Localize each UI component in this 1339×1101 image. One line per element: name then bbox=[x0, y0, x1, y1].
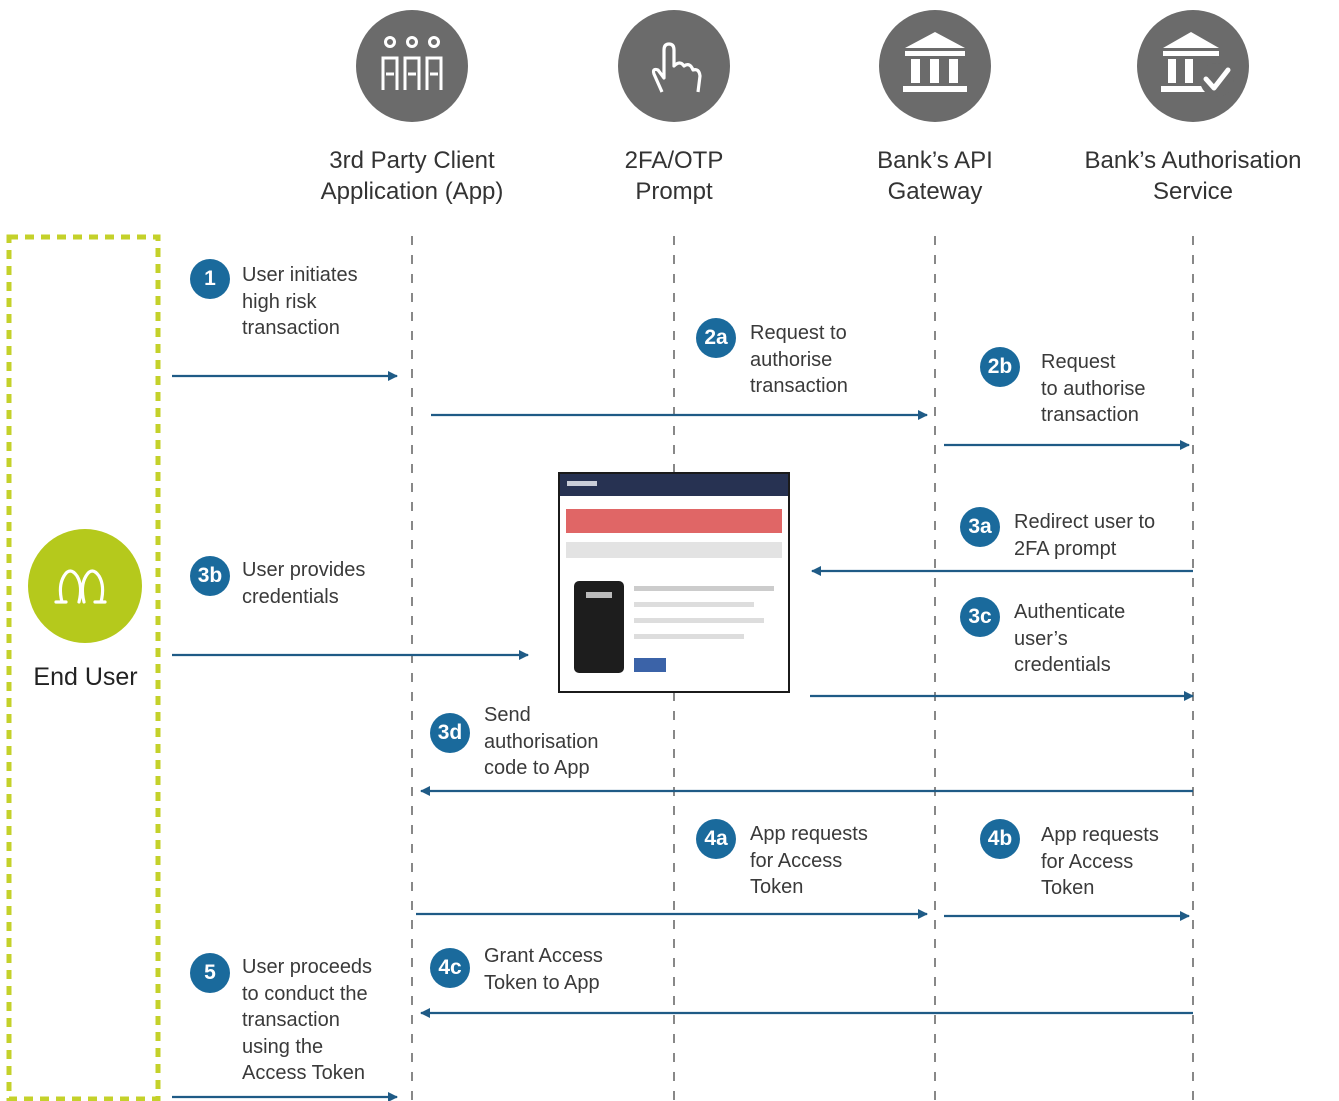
step-text-4a: App requests for Access Token bbox=[750, 823, 868, 898]
arrows bbox=[172, 371, 1194, 1101]
step-text-2a: Request to authorise transaction bbox=[750, 322, 848, 397]
step-text-4b: App requests for Access Token bbox=[1041, 824, 1159, 899]
actor-label-app: 3rd Party Client Application (App) bbox=[320, 147, 504, 205]
step-text-3c: Authenticate user’s credentials bbox=[1014, 601, 1126, 676]
step-badge-3c: 3c bbox=[960, 597, 1000, 637]
step-badge-5: 5 bbox=[190, 953, 230, 993]
bank-icon bbox=[879, 10, 991, 122]
hand-pointer-icon bbox=[618, 10, 730, 122]
step-text-2b: Request to authorise transaction bbox=[1041, 351, 1146, 426]
2fa-prompt-screenshot bbox=[558, 472, 790, 693]
step-text-3a: Redirect user to 2FA prompt bbox=[1014, 511, 1156, 560]
bank-check-icon bbox=[1137, 10, 1249, 122]
step-badge-2b: 2b bbox=[980, 347, 1020, 387]
step-text-4c: Grant Access Token to App bbox=[484, 945, 603, 994]
actor-label-gateway: Bank’s API Gateway bbox=[877, 147, 993, 205]
step-text-3d: Send authorisation code to App bbox=[484, 704, 599, 779]
step-badge-3a: 3a bbox=[960, 507, 1000, 547]
actor-label-auth: Bank’s Authorisation Service bbox=[1084, 147, 1302, 205]
step-badge-3b: 3b bbox=[190, 556, 230, 596]
step-badge-4c: 4c bbox=[430, 948, 470, 988]
people-icon bbox=[356, 10, 468, 122]
step-badge-3d: 3d bbox=[430, 713, 470, 753]
user-group-icon bbox=[28, 529, 142, 643]
actor-label-otp: 2FA/OTP Prompt bbox=[624, 147, 724, 205]
end-user-label: End User bbox=[33, 663, 138, 691]
step-text-1: User initiates high risk transaction bbox=[242, 264, 358, 339]
step-text-3b: User provides credentials bbox=[242, 559, 366, 608]
step-text-5: User proceeds to conduct the transaction… bbox=[242, 956, 373, 1084]
step-badge-2a: 2a bbox=[696, 318, 736, 358]
step-badge-4b: 4b bbox=[980, 819, 1020, 859]
end-user-box bbox=[6, 234, 161, 1101]
step-badge-4a: 4a bbox=[696, 819, 736, 859]
step-badge-1: 1 bbox=[190, 259, 230, 299]
